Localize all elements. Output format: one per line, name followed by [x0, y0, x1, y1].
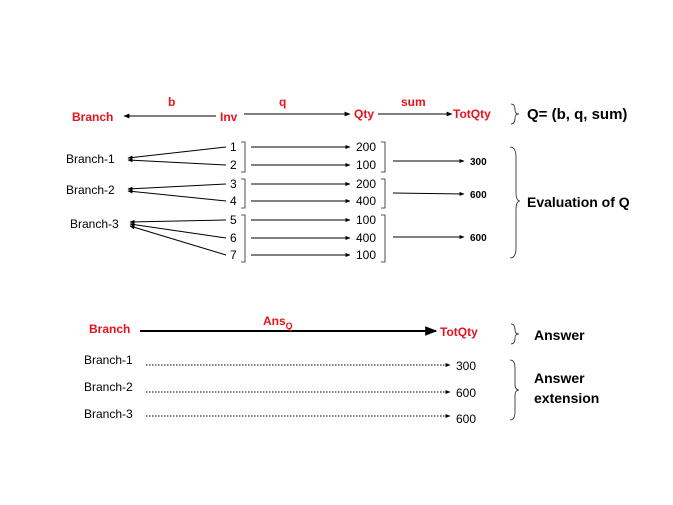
inv-6: 6 [230, 231, 237, 245]
schema-totqty-label: TotQty [453, 107, 491, 121]
inv-7: 7 [230, 248, 237, 262]
evaluation-block: Branch-1 Branch-2 Branch-3 1 2 3 4 5 6 7… [66, 140, 630, 263]
answer-extension: Branch-1 300 Branch-2 600 Branch-3 600 A… [84, 353, 599, 426]
inv-5: 5 [230, 213, 237, 227]
extension-label-line1: Answer [534, 370, 585, 386]
schema-brace [510, 103, 520, 125]
extension-brace [509, 359, 520, 421]
inv-2: 2 [230, 158, 237, 172]
ext-value-3: 600 [456, 412, 476, 426]
eval-branch-3: Branch-3 [70, 217, 119, 231]
ext-value-2: 600 [456, 386, 476, 400]
qty-2: 100 [356, 158, 376, 172]
inv-bracket-2 [241, 178, 246, 209]
inv3-to-branch2-arrow [127, 183, 227, 191]
evaluation-brace [509, 146, 521, 259]
inv7-to-branch3-arrow [129, 225, 227, 256]
schema-branch-label: Branch [72, 110, 113, 124]
schema-inv-label: Inv [220, 110, 238, 124]
total-3: 600 [470, 233, 487, 244]
qty-bracket-1 [381, 141, 386, 173]
answer-label: Answer [534, 327, 585, 343]
extension-label-line2: extension [534, 390, 599, 406]
qty-1: 200 [356, 140, 376, 154]
answer-totqty-label: TotQty [440, 325, 478, 339]
qty-3: 200 [356, 177, 376, 191]
qty-6: 400 [356, 231, 376, 245]
qty-5: 100 [356, 213, 376, 227]
inv-bracket-3 [241, 214, 246, 263]
answer-row: Branch AnsQ TotQty Answer [89, 314, 585, 345]
qty-4: 400 [356, 194, 376, 208]
schema-qty-label: Qty [354, 107, 374, 121]
inv-3: 3 [230, 177, 237, 191]
evaluation-label: Evaluation of Q [527, 194, 630, 210]
formula-label: Q= (b, q, sum) [527, 106, 627, 123]
ans-label-main: Ans [263, 314, 286, 328]
eval-branch-2: Branch-2 [66, 183, 115, 197]
answer-branch-label: Branch [89, 322, 130, 336]
inv6-to-branch3-arrow [129, 222, 227, 239]
qty-bracket-3 [381, 214, 386, 263]
inv2-to-branch1-arrow [127, 158, 227, 166]
schema-q-label: q [279, 95, 286, 109]
ext-value-1: 300 [456, 359, 476, 373]
inv-bracket-1 [241, 141, 246, 173]
answer-brace [510, 323, 520, 345]
ext-branch-3: Branch-3 [84, 407, 133, 421]
schema-sum-label: sum [401, 95, 426, 109]
ans-label: AnsQ [263, 314, 293, 331]
inv5-to-branch3-arrow [129, 219, 227, 224]
ext-branch-1: Branch-1 [84, 353, 133, 367]
total-2: 600 [470, 190, 487, 201]
sum-arrow-2 [392, 191, 465, 196]
ext-branch-2: Branch-2 [84, 380, 133, 394]
qty-bracket-2 [381, 178, 386, 209]
total-1: 300 [470, 157, 487, 168]
inv4-to-branch2-arrow [127, 189, 227, 202]
schema-b-label: b [168, 95, 175, 109]
inv-4: 4 [230, 194, 237, 208]
eval-branch-1: Branch-1 [66, 152, 115, 166]
qty-7: 100 [356, 248, 376, 262]
ans-label-subscript: Q [286, 321, 293, 331]
schema-row: Branch b Inv q Qty sum TotQty Q= (b, q, … [72, 95, 627, 125]
inv1-to-branch1-arrow [127, 146, 227, 160]
inv-1: 1 [230, 140, 237, 154]
